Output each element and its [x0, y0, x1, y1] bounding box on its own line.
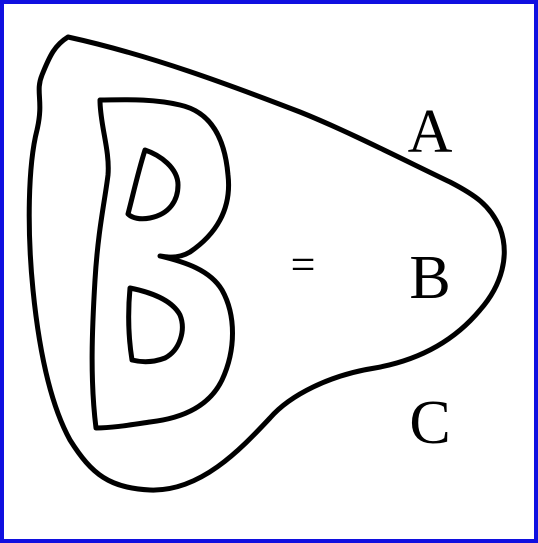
b-lower-counter	[129, 288, 183, 362]
region-label-c: C	[409, 389, 450, 457]
region-label-b: B	[409, 244, 450, 312]
equals-sign: =	[291, 240, 316, 289]
b-upper-counter	[128, 150, 178, 219]
big-b-outline	[92, 100, 232, 428]
region-label-a: A	[408, 98, 453, 166]
